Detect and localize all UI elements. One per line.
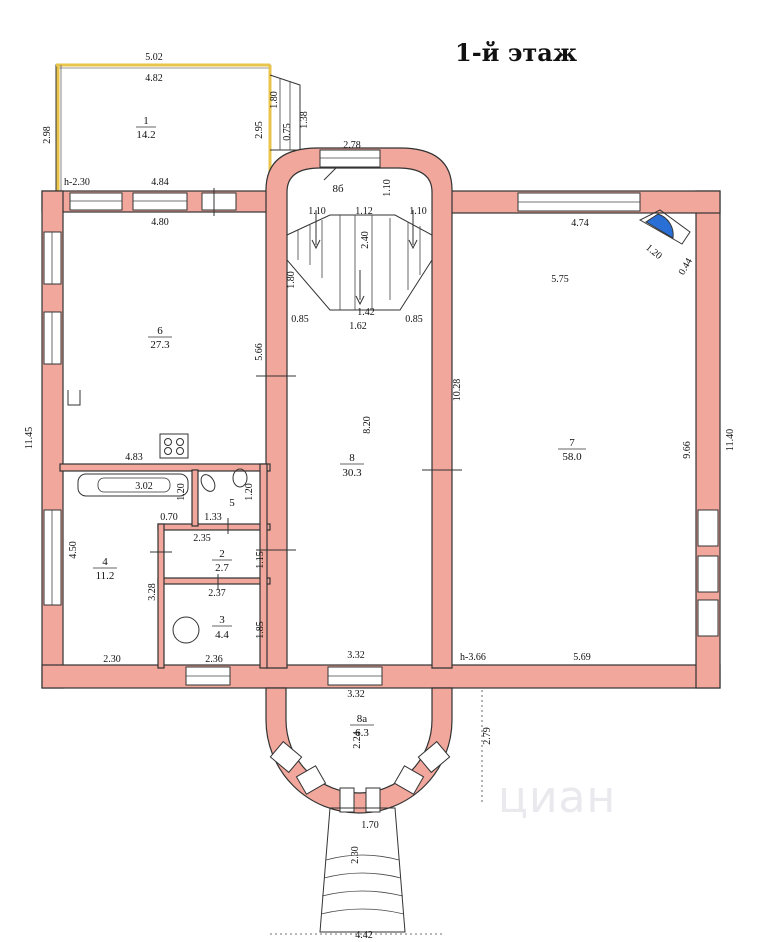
dim-1-15: 1.15 <box>255 551 266 569</box>
windows <box>43 149 719 686</box>
dim-1-80a: 1.80 <box>269 91 280 109</box>
dim-1-10b: 1.10 <box>308 206 326 217</box>
dim-3-02: 3.02 <box>135 481 153 492</box>
dim-1-42: 1.42 <box>357 307 375 318</box>
interior-walls <box>59 463 271 669</box>
room-area-4: 11.2 <box>96 570 115 582</box>
dim-8-20: 8.20 <box>362 416 373 434</box>
dim-9-66: 9.66 <box>682 441 693 459</box>
dim-4-50: 4.50 <box>68 541 79 559</box>
stair-hall-walls <box>265 147 453 669</box>
dim-2-36: 2.36 <box>205 654 223 665</box>
room-area-8: 30.3 <box>342 467 362 479</box>
dim-5-66: 5.66 <box>254 343 265 361</box>
dim-5-75: 5.75 <box>551 274 569 285</box>
dim-2-24: 2.24 <box>352 731 363 749</box>
dim-4-42: 4.42 <box>355 930 373 941</box>
dim-2-37: 2.37 <box>208 588 226 599</box>
dim-4-80: 4.80 <box>151 217 169 228</box>
dim-1-20c: 1.20 <box>244 483 255 501</box>
dim-1-20a: 1.20 <box>643 242 663 262</box>
dim-2-98: 2.98 <box>42 126 53 144</box>
room-area-3: 4.4 <box>215 629 229 641</box>
dim-3-32b: 3.32 <box>347 689 365 700</box>
dim-10-28: 10.28 <box>452 379 463 402</box>
dim-4-83: 4.83 <box>125 452 143 463</box>
dim-2-30b: 2.30 <box>350 846 361 864</box>
room-labels: 1 14.2 6 27.3 8 30.3 7 58.0 4 11.2 5 2 2… <box>93 115 586 739</box>
room-label-2: 2 <box>219 548 225 560</box>
room-area-7: 58.0 <box>562 451 582 463</box>
fixtures <box>67 209 691 644</box>
dim-2-40: 2.40 <box>360 231 371 249</box>
room-area-2: 2.7 <box>215 562 229 574</box>
dim-4-84: 4.84 <box>151 177 169 188</box>
dim-2-95: 2.95 <box>254 121 265 139</box>
exterior-walls <box>41 190 721 689</box>
watermark-text: циан <box>498 772 617 823</box>
dim-1-62: 1.62 <box>349 321 367 332</box>
dim-2-30a: 2.30 <box>103 654 121 665</box>
room-area-6: 27.3 <box>150 339 170 351</box>
room-label-8b: 8б <box>332 183 344 195</box>
dim-3-28: 3.28 <box>147 583 158 601</box>
dim-0-75: 0.75 <box>282 123 293 141</box>
dim-1-12: 1.12 <box>355 206 373 217</box>
dim-5-02: 5.02 <box>145 52 163 63</box>
dim-1-10c: 1.10 <box>409 206 427 217</box>
dim-h-2-30: h-2.30 <box>64 177 90 188</box>
room-label-4: 4 <box>102 556 108 568</box>
dim-1-80b: 1.80 <box>286 271 297 289</box>
room-label-6: 6 <box>157 325 163 337</box>
room-label-1: 1 <box>143 115 149 127</box>
door-marks <box>150 167 462 590</box>
room-area-1: 14.2 <box>136 129 155 141</box>
dim-3-32a: 3.32 <box>347 650 365 661</box>
dim-0-85a: 0.85 <box>291 314 309 325</box>
dim-1-33: 1.33 <box>204 512 222 523</box>
dim-1-85: 1.85 <box>255 621 266 639</box>
dim-4-82: 4.82 <box>145 73 163 84</box>
dim-2-78: 2.78 <box>343 140 361 151</box>
dim-4-74: 4.74 <box>571 218 589 229</box>
plan-title: 1-й этаж <box>455 38 578 67</box>
dim-1-10a: 1.10 <box>382 179 393 197</box>
veranda-room-1 <box>55 63 301 192</box>
main-staircase <box>286 210 433 311</box>
dim-2-35: 2.35 <box>193 533 211 544</box>
dim-11-40: 11.40 <box>725 429 736 451</box>
dim-0-85b: 0.85 <box>405 314 423 325</box>
dim-0-44: 0.44 <box>677 256 695 277</box>
dimension-labels: 5.02 4.82 2.98 2.95 1.80 0.75 1.38 h-2.3… <box>24 52 736 941</box>
room-label-7: 7 <box>569 437 575 449</box>
room-label-8: 8 <box>349 452 355 464</box>
dim-11-45: 11.45 <box>24 427 35 449</box>
room-area-8a: 6.3 <box>355 727 369 739</box>
porch-8a <box>265 687 453 933</box>
dim-1-20b: 1.20 <box>176 483 187 501</box>
room-label-5: 5 <box>229 497 235 509</box>
dim-1-38: 1.38 <box>299 111 310 129</box>
dim-2-79: 2.79 <box>482 727 493 745</box>
room-label-3: 3 <box>219 614 225 626</box>
dim-h-3-66: h-3.66 <box>460 652 486 663</box>
dim-5-69: 5.69 <box>573 652 591 663</box>
dim-1-70: 1.70 <box>361 820 379 831</box>
dim-0-70: 0.70 <box>160 512 178 523</box>
room-label-8a: 8a <box>357 713 368 725</box>
